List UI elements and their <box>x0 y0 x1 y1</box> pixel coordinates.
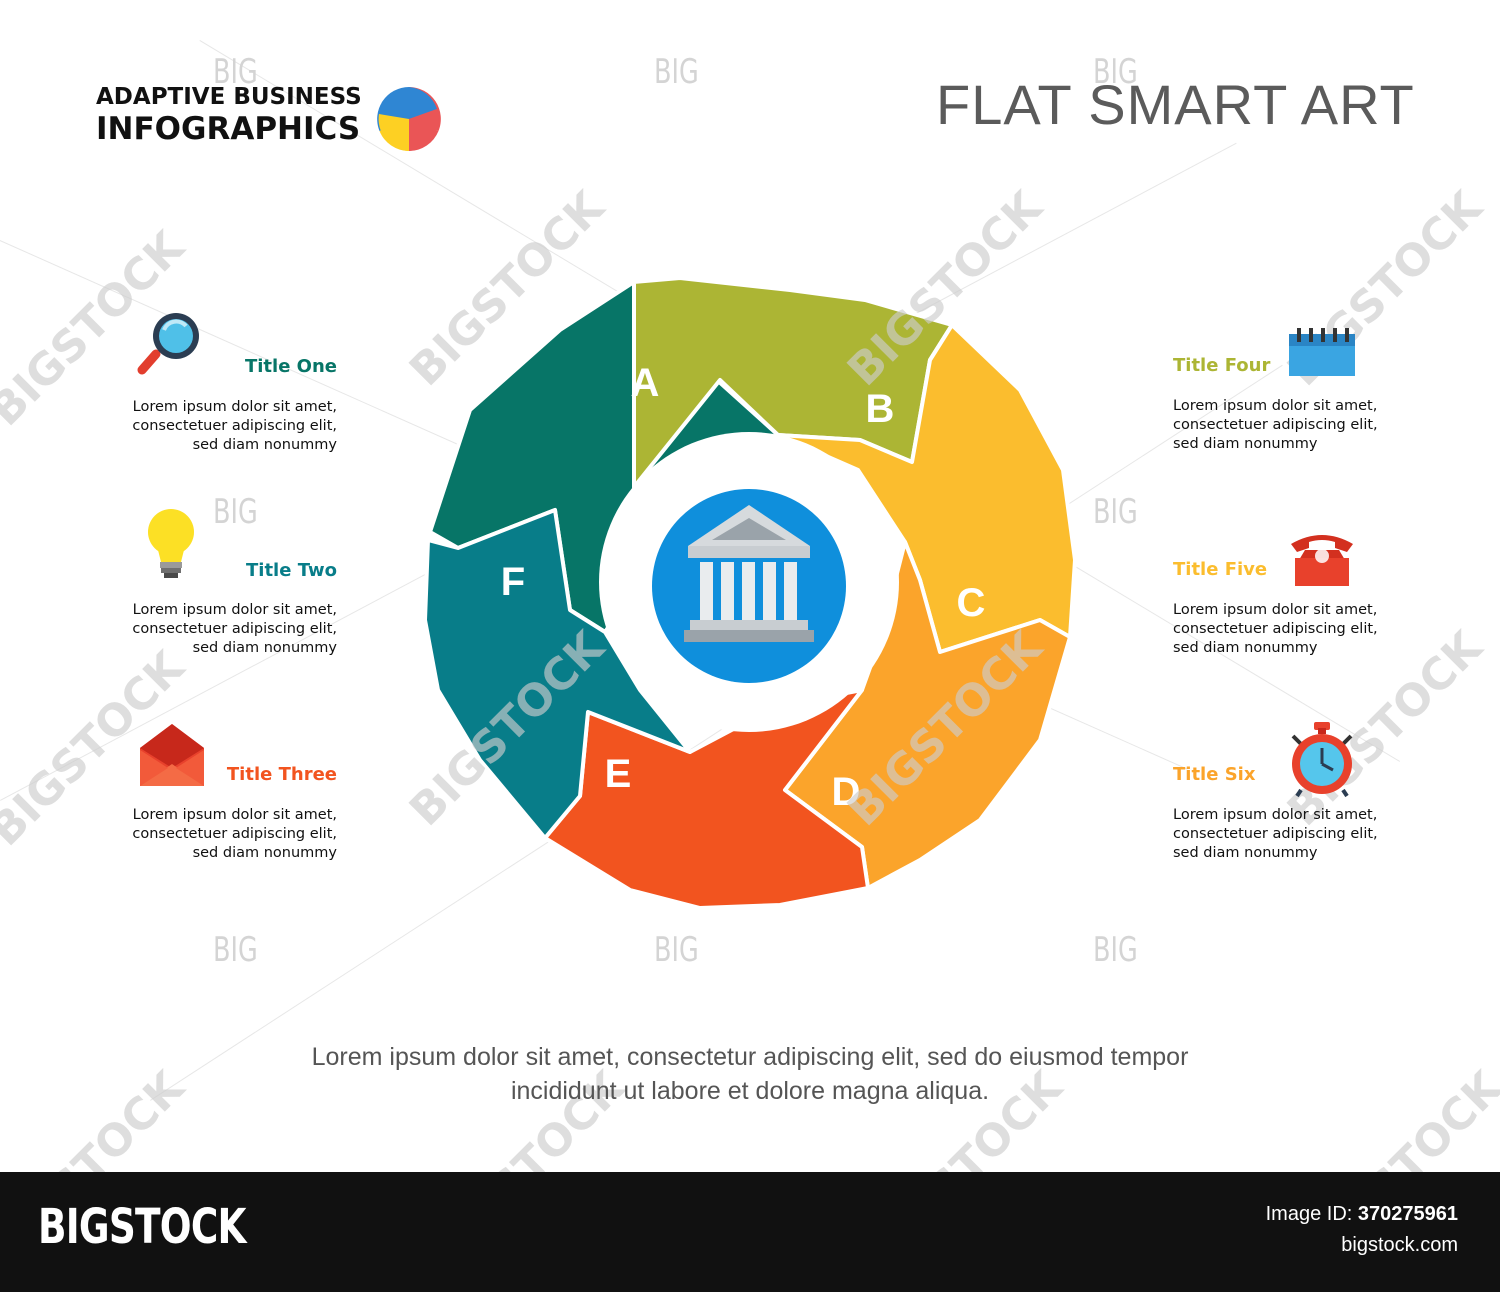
item-title: Title One <box>244 356 337 377</box>
magnifier-icon <box>137 313 199 375</box>
bigstock-logo: BIGSTOCK <box>38 1199 247 1255</box>
item-title: Title Three <box>226 764 337 785</box>
footer-line-1: Lorem ipsum dolor sit amet, consectetur … <box>311 1043 1189 1071</box>
calendar-icon <box>1289 328 1355 376</box>
segment-label-f: F <box>501 560 525 604</box>
segment-label-e: E <box>605 752 632 796</box>
item-title: Title Four <box>1173 355 1271 376</box>
watermark-big: BIG <box>654 930 699 970</box>
segment-f <box>423 508 692 840</box>
light-bulb-icon <box>148 509 194 578</box>
watermark-big: BIG <box>213 930 258 970</box>
item-title: Title Five <box>1173 559 1268 580</box>
item-description: Lorem ipsum dolor sit amet,consectetuer … <box>132 399 337 453</box>
item-description: Lorem ipsum dolor sit amet,consectetuer … <box>1173 398 1378 452</box>
footer-line-2: incididunt ut labore et dolore magna ali… <box>510 1077 990 1105</box>
stock-footer-bar <box>0 1172 1500 1292</box>
brand-line-2: INFOGRAPHICS <box>96 111 361 147</box>
envelope-icon <box>140 724 204 786</box>
watermark-big: BIG <box>1093 492 1138 532</box>
pie-chart-logo-icon <box>377 87 441 151</box>
bank-building-icon <box>652 489 846 683</box>
image-id: Image ID: 370275961 <box>1266 1203 1458 1226</box>
watermark-big: BIG <box>654 52 699 92</box>
cycle-diagram: A B C D E F <box>423 276 1077 910</box>
segment-label-c: C <box>957 581 986 625</box>
segment-label-b: B <box>866 387 895 431</box>
segment-label-d: D <box>832 770 861 814</box>
item-description: Lorem ipsum dolor sit amet,consectetuer … <box>132 807 337 861</box>
item-title: Title Six <box>1173 764 1256 785</box>
telephone-icon <box>1291 535 1353 586</box>
footer-description: Lorem ipsum dolor sit amet, consectetur … <box>150 1040 1350 1108</box>
watermark-big: BIG <box>1093 52 1138 92</box>
watermark-big: BIG <box>1093 930 1138 970</box>
watermark-big: BIG <box>213 52 258 92</box>
image-id-value: 370275961 <box>1357 1203 1458 1225</box>
page-title: FLAT SMART ART <box>936 73 1415 136</box>
bigstock-url[interactable]: bigstock.com <box>1341 1234 1458 1256</box>
item-description: Lorem ipsum dolor sit amet,consectetuer … <box>1173 602 1378 656</box>
item-description: Lorem ipsum dolor sit amet,consectetuer … <box>132 602 337 656</box>
item-title: Title Two <box>246 560 337 581</box>
watermark-big: BIG <box>213 492 258 532</box>
brand-line-1: ADAPTIVE BUSINESS <box>96 84 362 110</box>
segment-label-a: A <box>631 361 660 405</box>
image-id-label: Image ID: <box>1265 1203 1353 1225</box>
item-description: Lorem ipsum dolor sit amet,consectetuer … <box>1173 807 1378 861</box>
alarm-clock-icon <box>1291 722 1353 798</box>
